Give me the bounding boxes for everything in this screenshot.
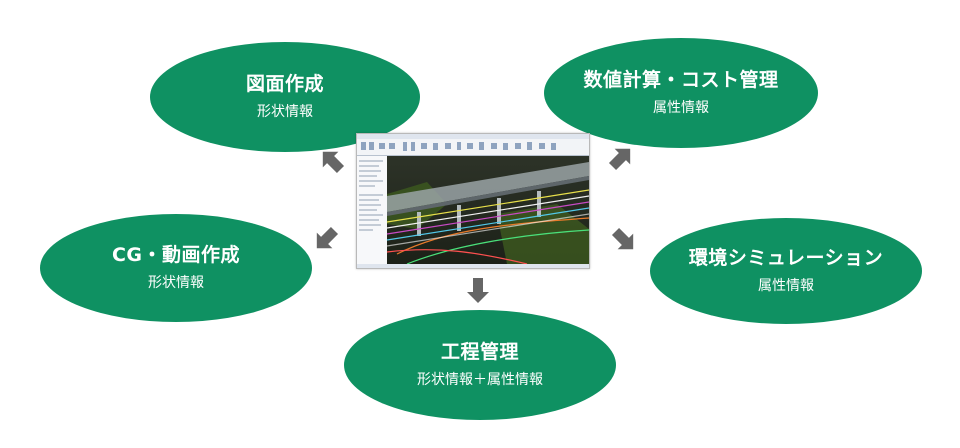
- cad-screenshot-graphic: [357, 134, 589, 268]
- arrow-to-cost: [608, 148, 631, 171]
- node-drawing-sub: 形状情報: [257, 104, 313, 120]
- node-cg-title: CG・動画作成: [111, 244, 241, 266]
- node-cg-sub: 形状情報: [148, 275, 204, 291]
- arrow-to-cg: [316, 226, 339, 249]
- node-cost: 数値計算・コスト管理 属性情報: [544, 38, 818, 148]
- node-cost-sub: 属性情報: [653, 100, 709, 116]
- arrow-to-process: [467, 278, 489, 303]
- node-env-sub: 属性情報: [758, 278, 814, 294]
- arrow-to-env: [611, 227, 634, 250]
- node-env: 環境シミュレーション 属性情報: [650, 218, 922, 324]
- node-process: 工程管理 形状情報＋属性情報: [344, 310, 616, 420]
- node-process-sub: 形状情報＋属性情報: [417, 372, 543, 388]
- node-cg: CG・動画作成 形状情報: [40, 214, 312, 322]
- node-process-title: 工程管理: [440, 341, 519, 363]
- cad-screenshot-image: [356, 133, 590, 269]
- node-drawing-title: 図面作成: [245, 73, 324, 95]
- node-env-title: 環境シミュレーション: [688, 247, 884, 269]
- node-cost-title: 数値計算・コスト管理: [583, 69, 779, 91]
- arrow-to-drawing: [322, 151, 345, 174]
